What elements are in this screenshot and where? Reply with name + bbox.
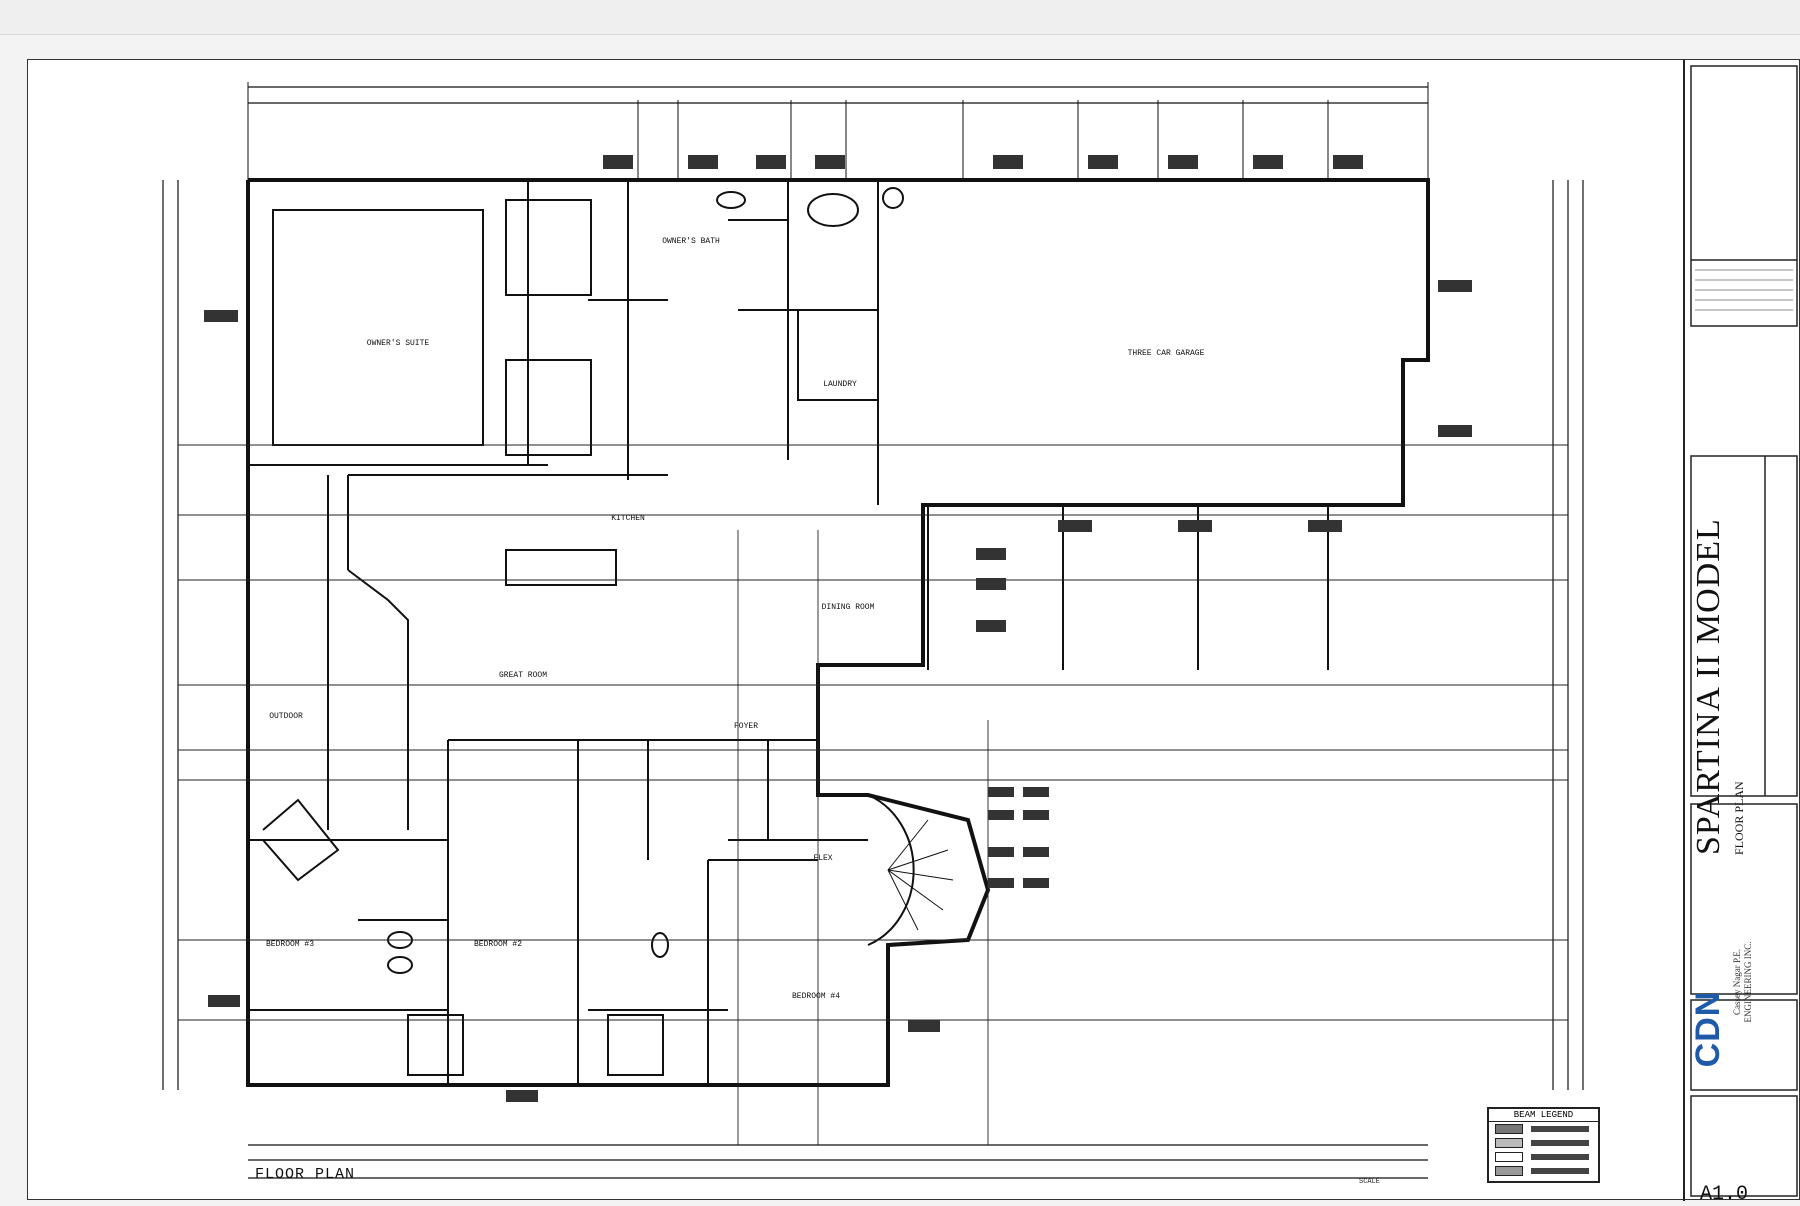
model-title: SPARTINA II MODEL [1690,518,1727,855]
model-title-block: SPARTINA II MODEL FLOOR PLAN [1688,515,1768,855]
company-logo: CDN [1689,970,1727,1088]
title-block [1683,60,1800,1201]
svg-text:OWNER'S SUITE: OWNER'S SUITE [367,339,430,348]
svg-text:BEDROOM #2: BEDROOM #2 [474,940,522,949]
svg-text:OUTDOOR: OUTDOOR [269,712,303,721]
svg-text:GREAT ROOM: GREAT ROOM [499,671,547,680]
svg-text:FLEX: FLEX [813,854,832,863]
svg-text:FOYER: FOYER [734,722,758,731]
svg-text:BEDROOM #4: BEDROOM #4 [792,992,840,1001]
drawing-sheet: OWNER'S SUITE THREE CAR GARAGE GREAT ROO… [27,59,1800,1206]
drawing-title: FLOOR PLAN [255,1166,356,1183]
sheet-number: A1.0 [1700,1183,1749,1206]
svg-text:BEDROOM #3: BEDROOM #3 [266,940,314,949]
beam-legend-row [1489,1164,1598,1178]
svg-text:DINING ROOM: DINING ROOM [822,603,875,612]
sheet-subtitle: FLOOR PLAN [1732,781,1746,855]
svg-text:KITCHEN: KITCHEN [611,514,645,523]
beam-legend: BEAM LEGEND [1487,1107,1600,1183]
beam-legend-title: BEAM LEGEND [1489,1109,1598,1122]
viewer-toolbar [0,0,1800,35]
svg-text:THREE CAR GARAGE: THREE CAR GARAGE [1128,349,1205,358]
floor-plan-drawing: OWNER'S SUITE THREE CAR GARAGE GREAT ROO… [162,82,1584,1179]
beam-legend-row [1489,1136,1598,1150]
engineer-name: Cassey Nagar P.E. [1732,949,1742,1015]
logo-text: CDN [1689,990,1727,1068]
beam-legend-row [1489,1150,1598,1164]
engineer-company: ENGINEERING INC. [1743,941,1753,1023]
svg-text:OWNER'S BATH: OWNER'S BATH [662,237,720,246]
scale-note: SCALE [1359,1178,1381,1186]
svg-text:LAUNDRY: LAUNDRY [823,380,857,389]
engineer-info: Cassey Nagar P.E. ENGINEERING INC. [1732,872,1780,1092]
beam-legend-row [1489,1122,1598,1136]
